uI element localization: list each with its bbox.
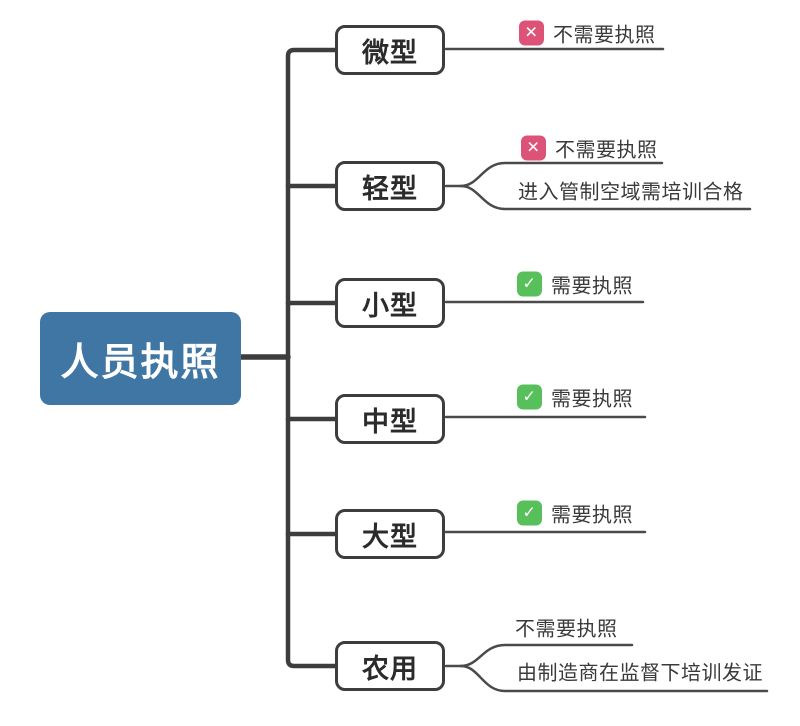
- branch-node-small[interactable]: 小型: [335, 278, 445, 328]
- cross-icon: ✕: [521, 135, 546, 161]
- branch-label: 农用: [362, 653, 418, 684]
- check-icon: ✓: [517, 271, 542, 297]
- leaf-topic-large-license-required[interactable]: ✓ 需要执照: [517, 499, 633, 528]
- leaf-text: 进入管制空域需培训合格: [518, 181, 744, 204]
- leaf-text: 不需要执照: [555, 139, 658, 162]
- branch-label: 中型: [362, 406, 418, 437]
- check-icon: ✓: [517, 500, 542, 526]
- branch-label: 小型: [362, 290, 418, 321]
- check-icon: ✓: [517, 384, 542, 410]
- root-label: 人员执照: [60, 342, 221, 384]
- branch-label: 大型: [362, 521, 418, 552]
- branch-node-light[interactable]: 轻型: [335, 161, 445, 211]
- branch-node-medium[interactable]: 中型: [335, 394, 445, 444]
- leaf-topic-agri-manufacturer-training[interactable]: 由制造商在监督下培训发证: [517, 657, 763, 686]
- branch-node-micro[interactable]: 微型: [335, 25, 445, 75]
- leaf-text: 不需要执照: [515, 618, 618, 641]
- leaf-topic-micro-no-license[interactable]: ✕ 不需要执照: [519, 19, 656, 48]
- leaf-text: 不需要执照: [553, 24, 656, 47]
- branch-label: 微型: [362, 37, 418, 68]
- leaf-topic-medium-license-required[interactable]: ✓ 需要执照: [517, 383, 633, 412]
- branch-node-agricultural[interactable]: 农用: [335, 641, 445, 691]
- leaf-topic-small-license-required[interactable]: ✓ 需要执照: [517, 270, 633, 299]
- cross-icon: ✕: [519, 20, 544, 46]
- leaf-text: 需要执照: [551, 504, 633, 527]
- leaf-topic-light-no-license[interactable]: ✕ 不需要执照: [521, 134, 658, 163]
- leaf-topic-agri-no-license[interactable]: 不需要执照: [515, 613, 618, 642]
- branch-label: 轻型: [362, 173, 418, 204]
- leaf-text: 需要执照: [551, 388, 633, 411]
- root-node[interactable]: 人员执照: [40, 312, 241, 405]
- leaf-text: 需要执照: [551, 275, 633, 298]
- branch-node-large[interactable]: 大型: [335, 509, 445, 559]
- leaf-topic-light-training-note[interactable]: 进入管制空域需培训合格: [518, 176, 744, 205]
- leaf-text: 由制造商在监督下培训发证: [517, 662, 763, 685]
